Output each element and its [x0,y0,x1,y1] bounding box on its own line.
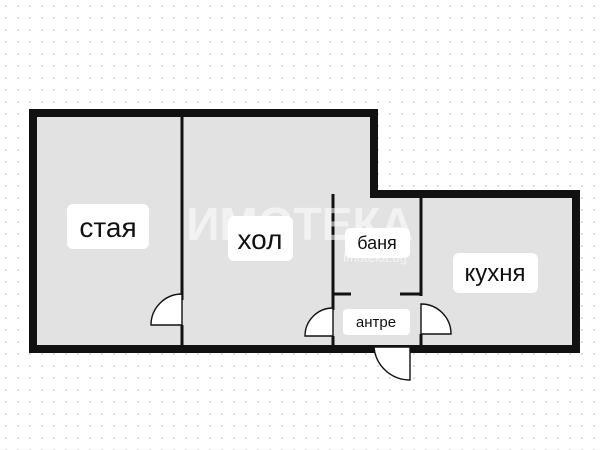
doors [150,293,452,381]
label-kuhnya-text: кухня [464,260,525,287]
label-antre-bg [343,309,410,335]
label-banya: баня [345,228,410,258]
label-banya-bg [345,228,410,258]
label-hol-bg [228,216,293,261]
label-antre-text: антре [356,314,396,331]
label-kuhnya-bg [453,253,538,293]
label-staya: стая [67,204,149,249]
door-hol-antre [304,307,334,337]
label-staya-text: стая [79,212,136,243]
door-staya-hol [150,293,183,326]
exterior-wall [29,109,580,353]
label-hol: хол [228,216,293,261]
interior-walls [180,117,423,349]
label-hol-text: хол [238,224,283,255]
door-entrance [373,346,411,381]
label-kuhnya: кухня [453,253,538,293]
door-antre-kuhnya [420,303,452,335]
label-antre: антре [343,309,410,335]
label-staya-bg [67,204,149,249]
exterior-walls [29,109,580,353]
room-labels: стая хол баня кухня антре [67,204,538,335]
label-banya-text: баня [357,233,397,253]
